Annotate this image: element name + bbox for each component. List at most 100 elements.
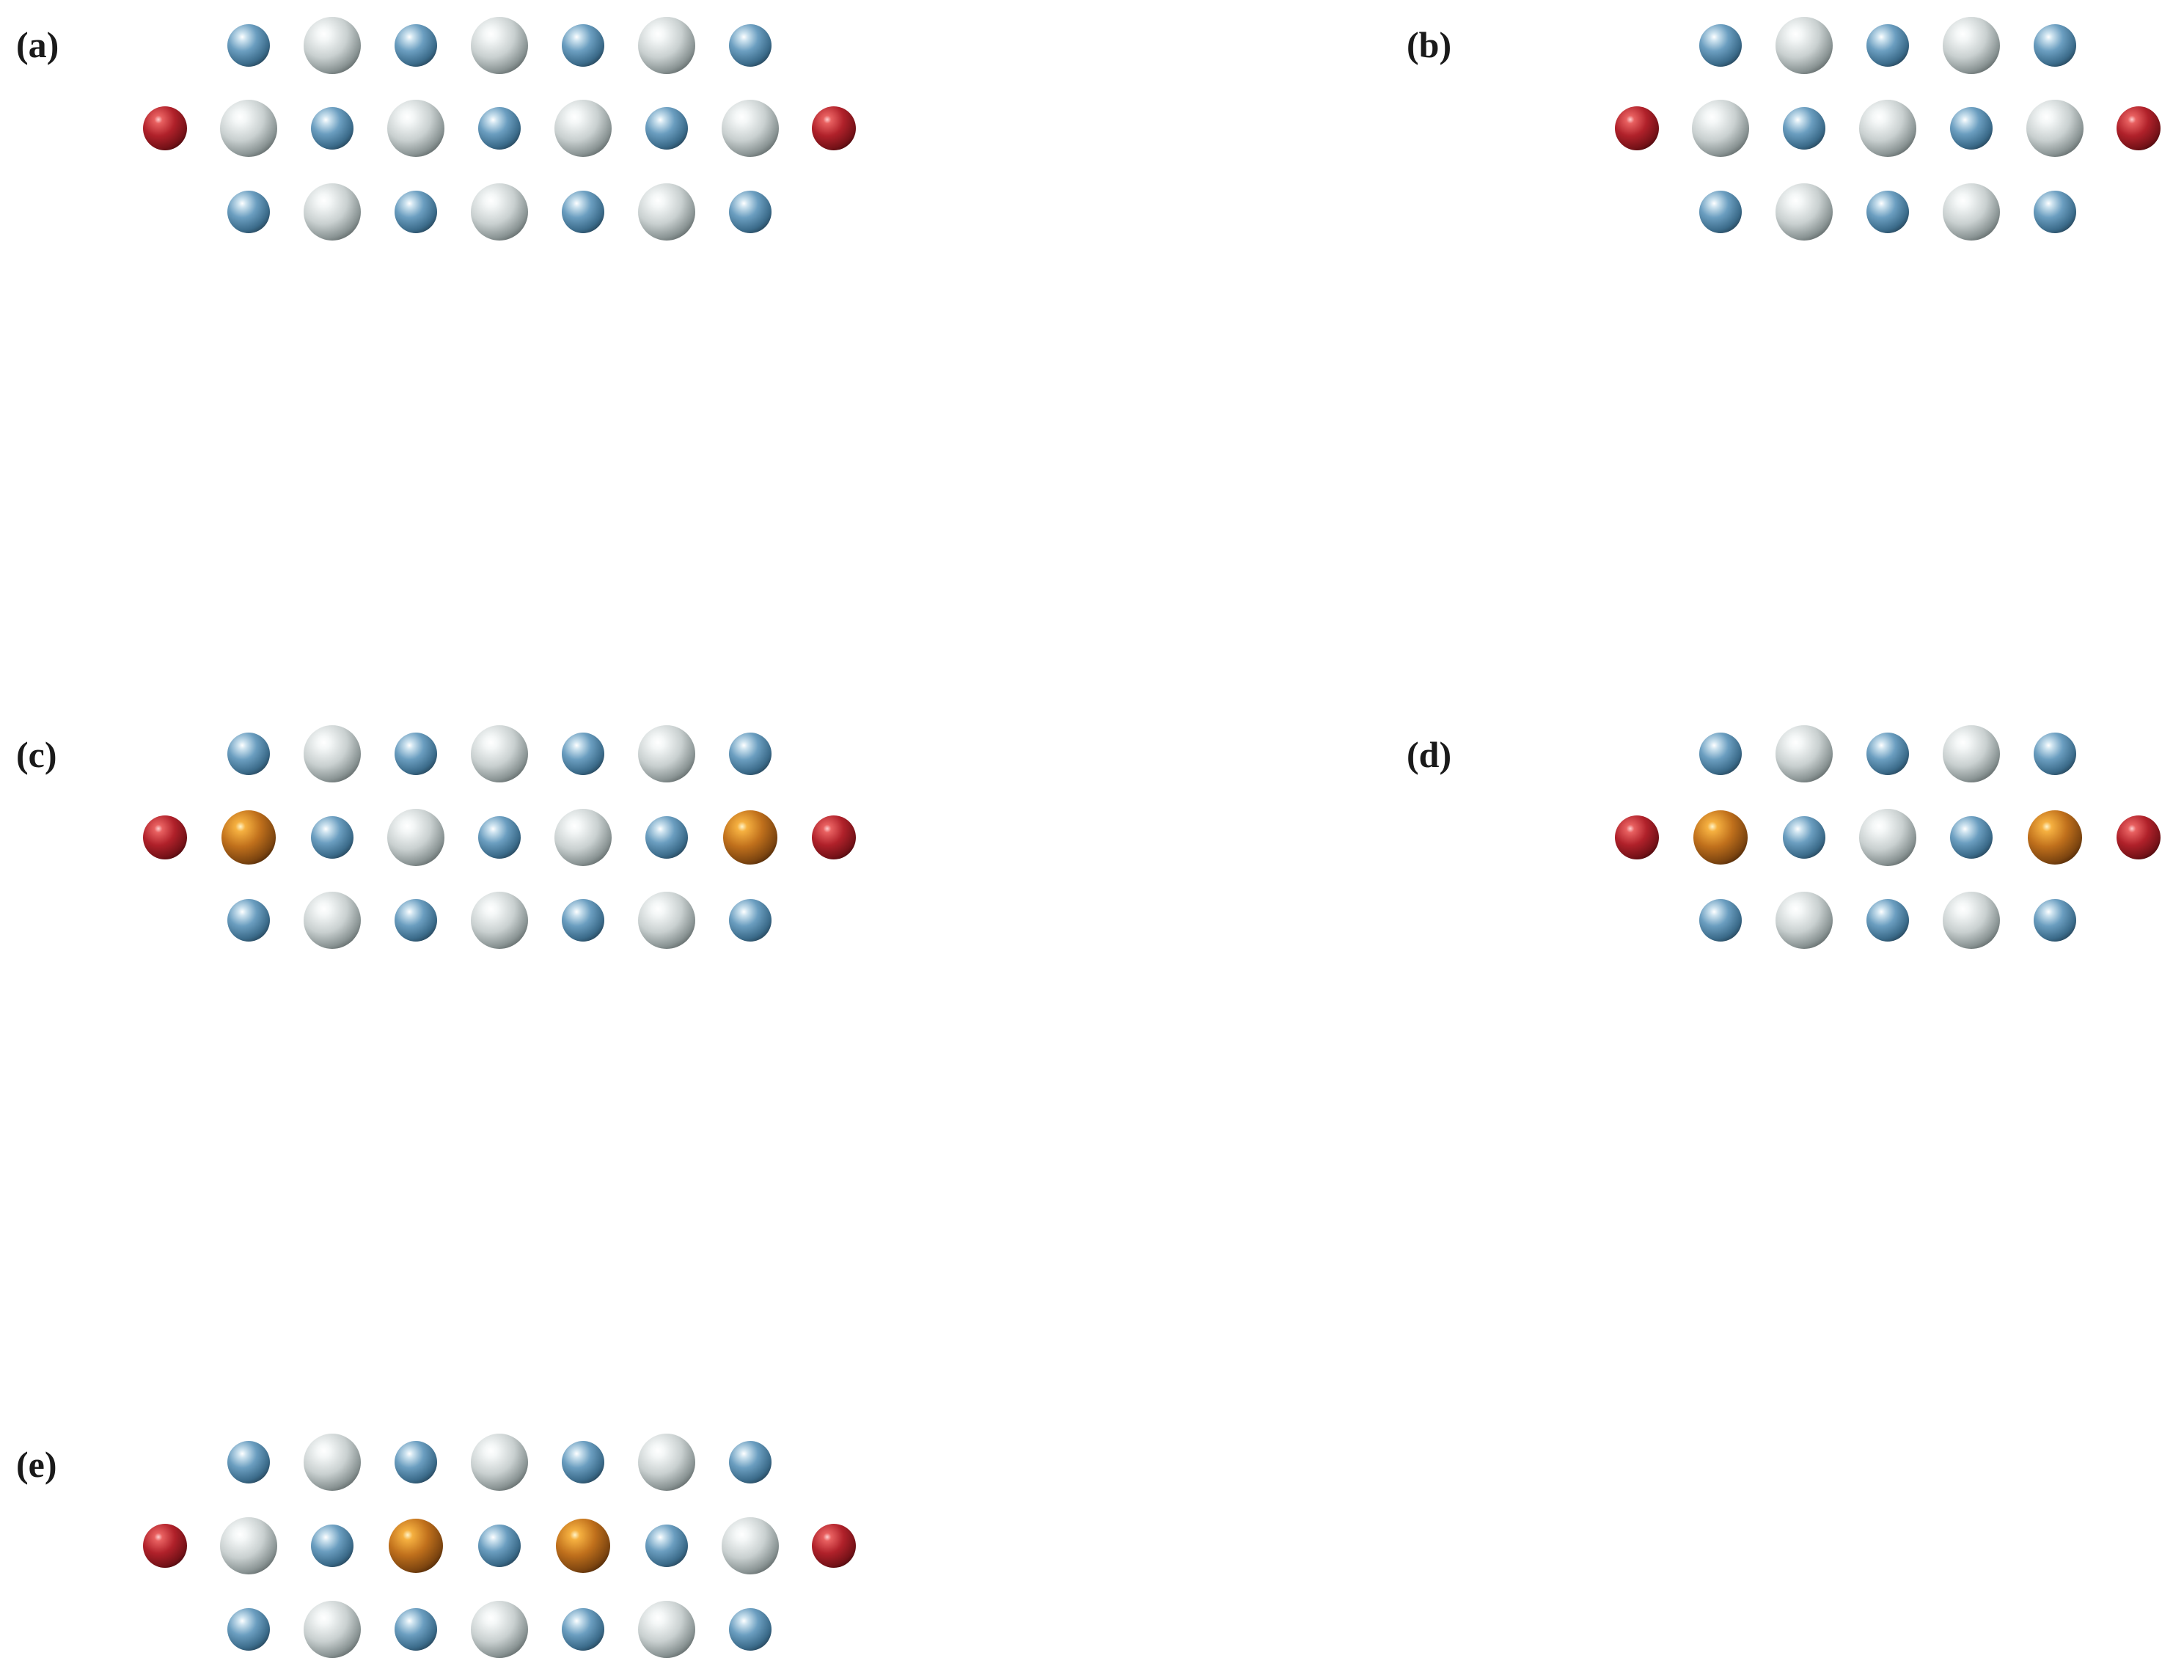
white-atom xyxy=(1859,809,1916,866)
blue-atom xyxy=(729,733,772,775)
blue-atom xyxy=(1950,816,1993,859)
orange-atom xyxy=(221,810,276,865)
blue-atom xyxy=(2034,191,2076,233)
orange-atom xyxy=(2028,810,2082,865)
panel-label-e: (e) xyxy=(16,1444,57,1485)
blue-atom xyxy=(395,191,437,233)
white-atom xyxy=(638,725,695,782)
orange-atom xyxy=(556,1519,610,1573)
white-atom xyxy=(471,1434,528,1491)
red-atom xyxy=(143,815,187,859)
white-atom xyxy=(387,809,444,866)
white-atom xyxy=(304,892,361,949)
blue-atom xyxy=(478,1525,521,1567)
panel-label-a: (a) xyxy=(16,24,59,65)
white-atom xyxy=(722,100,779,157)
white-atom xyxy=(304,725,361,782)
white-atom xyxy=(2026,100,2084,157)
white-atom xyxy=(1859,100,1916,157)
blue-atom xyxy=(1699,733,1742,775)
red-atom xyxy=(2117,106,2161,150)
red-atom xyxy=(812,106,856,150)
blue-atom xyxy=(1699,24,1742,67)
red-atom xyxy=(1615,106,1659,150)
white-atom xyxy=(1776,892,1833,949)
blue-atom xyxy=(395,24,437,67)
white-atom xyxy=(638,17,695,74)
blue-atom xyxy=(562,1608,604,1651)
white-atom xyxy=(638,183,695,241)
white-atom xyxy=(554,809,612,866)
white-atom xyxy=(304,1601,361,1658)
white-atom xyxy=(1943,725,2000,782)
blue-atom xyxy=(227,733,270,775)
white-atom xyxy=(471,183,528,241)
blue-atom xyxy=(1699,191,1742,233)
blue-atom xyxy=(1950,107,1993,150)
red-atom xyxy=(143,1524,187,1568)
blue-atom xyxy=(1783,107,1825,150)
blue-atom xyxy=(395,733,437,775)
white-atom xyxy=(1692,100,1749,157)
blue-atom xyxy=(729,1608,772,1651)
blue-atom xyxy=(311,1525,353,1567)
red-atom xyxy=(2117,815,2161,859)
white-atom xyxy=(722,1517,779,1574)
white-atom xyxy=(1943,183,2000,241)
blue-atom xyxy=(227,899,270,942)
white-atom xyxy=(638,892,695,949)
blue-atom xyxy=(1866,899,1909,942)
blue-atom xyxy=(395,1441,437,1483)
white-atom xyxy=(471,725,528,782)
blue-atom xyxy=(395,1608,437,1651)
blue-atom xyxy=(645,1525,688,1567)
blue-atom xyxy=(227,1441,270,1483)
blue-atom xyxy=(645,107,688,150)
blue-atom xyxy=(2034,899,2076,942)
panel-b: (b) xyxy=(1407,17,2161,241)
blue-atom xyxy=(562,1441,604,1483)
white-atom xyxy=(638,1434,695,1491)
white-atom xyxy=(554,100,612,157)
panel-label-b: (b) xyxy=(1407,24,1451,65)
blue-atom xyxy=(645,816,688,859)
white-atom xyxy=(220,1517,277,1574)
white-atom xyxy=(638,1601,695,1658)
blue-atom xyxy=(227,1608,270,1651)
blue-atom xyxy=(311,107,353,150)
white-atom xyxy=(1776,725,1833,782)
blue-atom xyxy=(729,1441,772,1483)
white-atom xyxy=(1776,183,1833,241)
white-atom xyxy=(1776,17,1833,74)
blue-atom xyxy=(562,733,604,775)
panel-a: (a) xyxy=(16,17,856,241)
blue-atom xyxy=(562,899,604,942)
white-atom xyxy=(304,183,361,241)
panel-e: (e) xyxy=(16,1434,856,1658)
red-atom xyxy=(812,815,856,859)
orange-atom xyxy=(723,810,777,865)
white-atom xyxy=(304,1434,361,1491)
blue-atom xyxy=(311,816,353,859)
panel-c: (c) xyxy=(16,725,856,949)
white-atom xyxy=(471,17,528,74)
blue-atom xyxy=(1866,191,1909,233)
panel-label-d: (d) xyxy=(1407,734,1451,775)
blue-atom xyxy=(395,899,437,942)
white-atom xyxy=(1943,17,2000,74)
white-atom xyxy=(1943,892,2000,949)
panel-label-c: (c) xyxy=(16,734,57,775)
blue-atom xyxy=(478,816,521,859)
panel-d: (d) xyxy=(1407,725,2161,949)
blue-atom xyxy=(478,107,521,150)
white-atom xyxy=(471,892,528,949)
blue-atom xyxy=(562,191,604,233)
blue-atom xyxy=(729,24,772,67)
red-atom xyxy=(812,1524,856,1568)
white-atom xyxy=(220,100,277,157)
blue-atom xyxy=(729,191,772,233)
blue-atom xyxy=(1866,24,1909,67)
blue-atom xyxy=(562,24,604,67)
blue-atom xyxy=(227,191,270,233)
